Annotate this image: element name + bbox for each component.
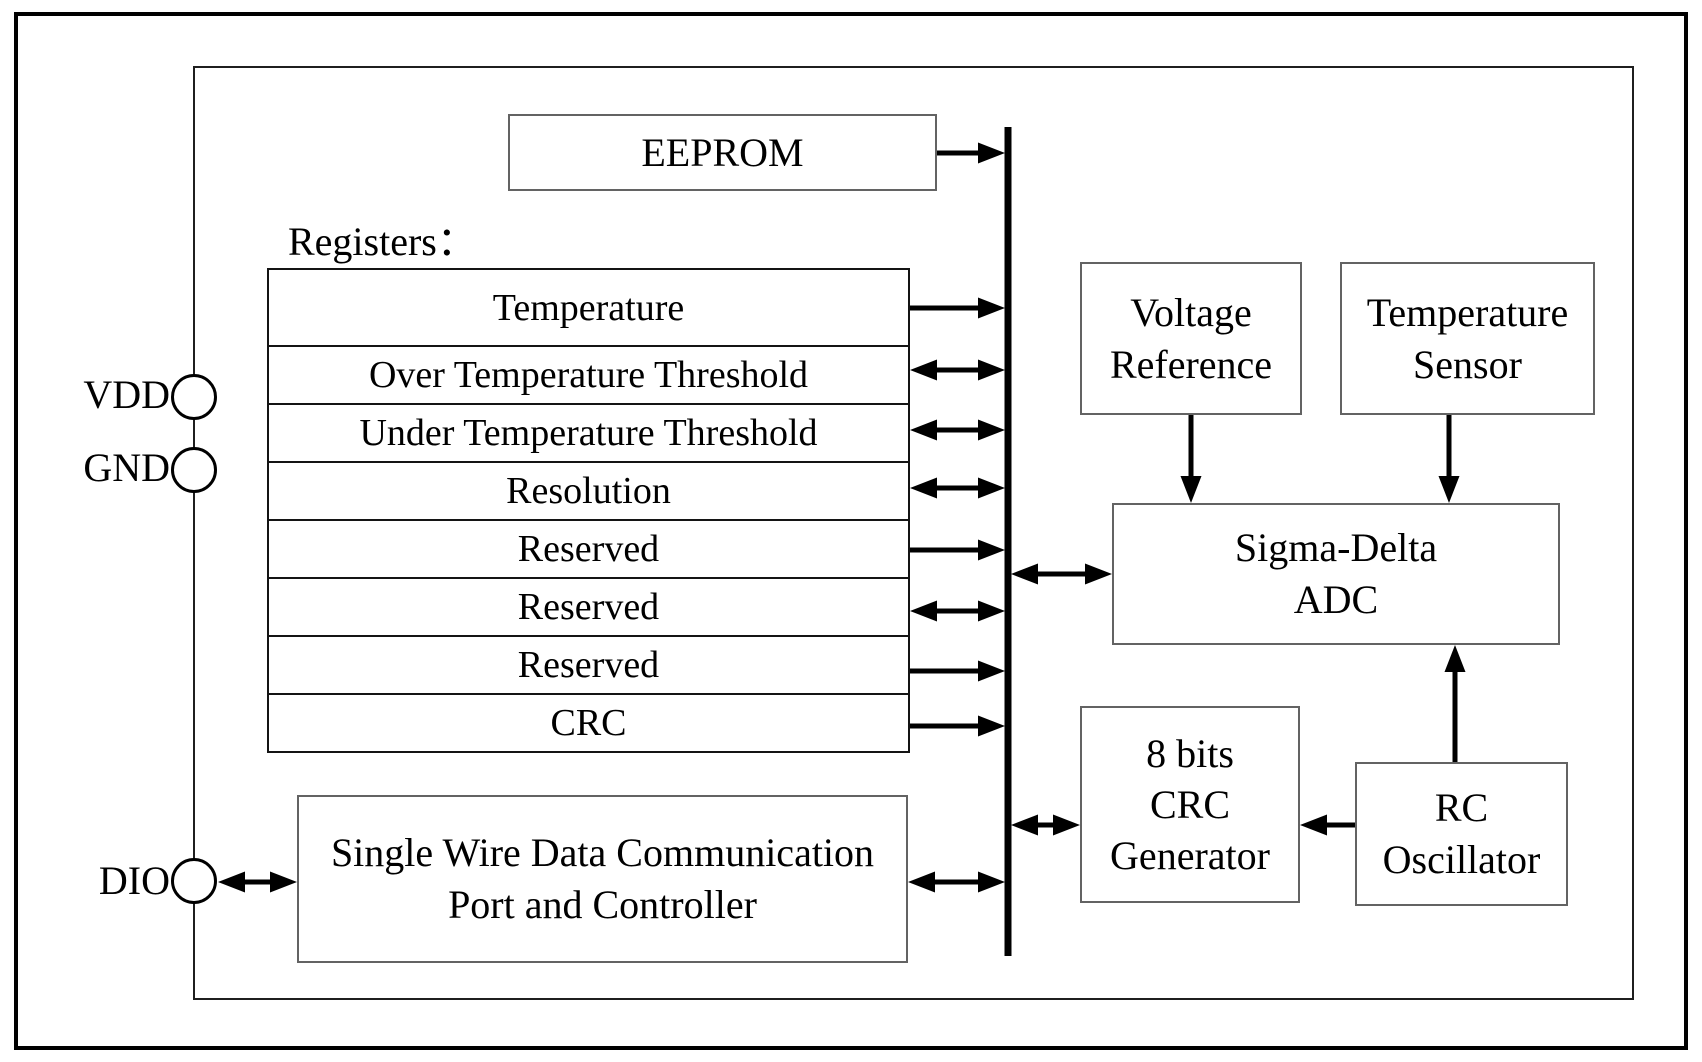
swdc-line2: Port and Controller [448, 882, 757, 927]
rc-oscillator-line2: Oscillator [1382, 837, 1541, 882]
dio-pin-circle [171, 858, 217, 904]
register-row-temperature: Temperature [492, 286, 685, 329]
register-row-under-temperature-threshold: Under Temperature Threshold [269, 403, 908, 461]
adc-line2: ADC [1293, 577, 1379, 622]
register-row-reserved-2: Reserved [269, 577, 908, 635]
eeprom-block: EEPROM [508, 114, 937, 191]
temperature-sensor-block: Temperature Sensor [1340, 262, 1595, 415]
crc-generator-line3: Generator [1110, 833, 1270, 878]
vdd-pin-label: VDD [83, 372, 170, 417]
registers-label: Registers： [288, 219, 477, 264]
gnd-pin-label: GND [83, 445, 170, 490]
sigma-delta-adc-block: Sigma-Delta ADC [1112, 503, 1560, 645]
figure-border [14, 12, 1688, 1050]
crc-generator-line2: CRC [1149, 782, 1231, 827]
single-wire-port-block: Single Wire Data Communication Port and … [297, 795, 908, 963]
rc-oscillator-line1: RC [1434, 785, 1489, 830]
crc-generator-block: 8 bits CRC Generator [1080, 706, 1300, 903]
temperature-sensor-line1: Temperature [1366, 289, 1569, 335]
register-table: Temperature Over Temperature Threshold U… [267, 268, 910, 753]
voltage-reference-block: Voltage Reference [1080, 262, 1302, 415]
register-row-crc: CRC [269, 693, 908, 751]
register-row-over-temperature-threshold: Over Temperature Threshold [269, 345, 908, 403]
voltage-reference-line2: Reference [1109, 341, 1273, 387]
crc-generator-line1: 8 bits [1146, 731, 1234, 776]
voltage-reference-line1: Voltage [1130, 289, 1252, 335]
adc-line1: Sigma-Delta [1234, 525, 1438, 570]
rc-oscillator-block: RC Oscillator [1355, 762, 1568, 906]
register-row-reserved-3: Reserved [269, 635, 908, 693]
eeprom-label: EEPROM [641, 129, 804, 175]
temperature-sensor-line2: Sensor [1413, 341, 1522, 387]
vdd-pin-circle [171, 374, 217, 420]
gnd-pin-circle [171, 447, 217, 493]
dio-pin-label: DIO [98, 858, 170, 903]
register-row-reserved-1: Reserved [269, 519, 908, 577]
chip-boundary [193, 66, 1634, 1000]
register-row-resolution: Resolution [269, 461, 908, 519]
swdc-line1: Single Wire Data Communication [330, 830, 875, 875]
